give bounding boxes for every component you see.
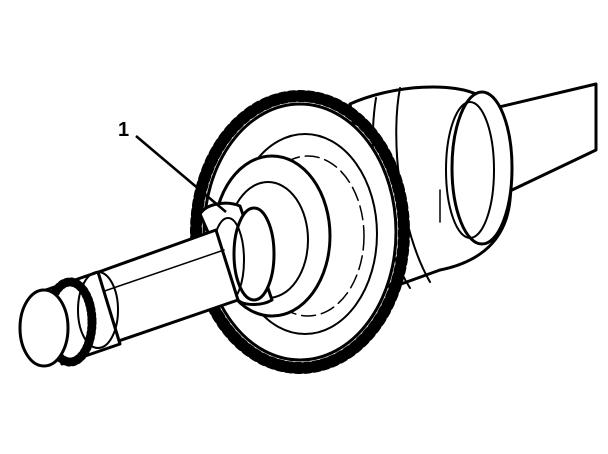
callout-label-1: 1 [118,119,129,141]
callout-leader-line [135,135,227,213]
splined-end [18,270,122,368]
gear-teeth [190,90,410,374]
seal-ring [198,201,276,306]
